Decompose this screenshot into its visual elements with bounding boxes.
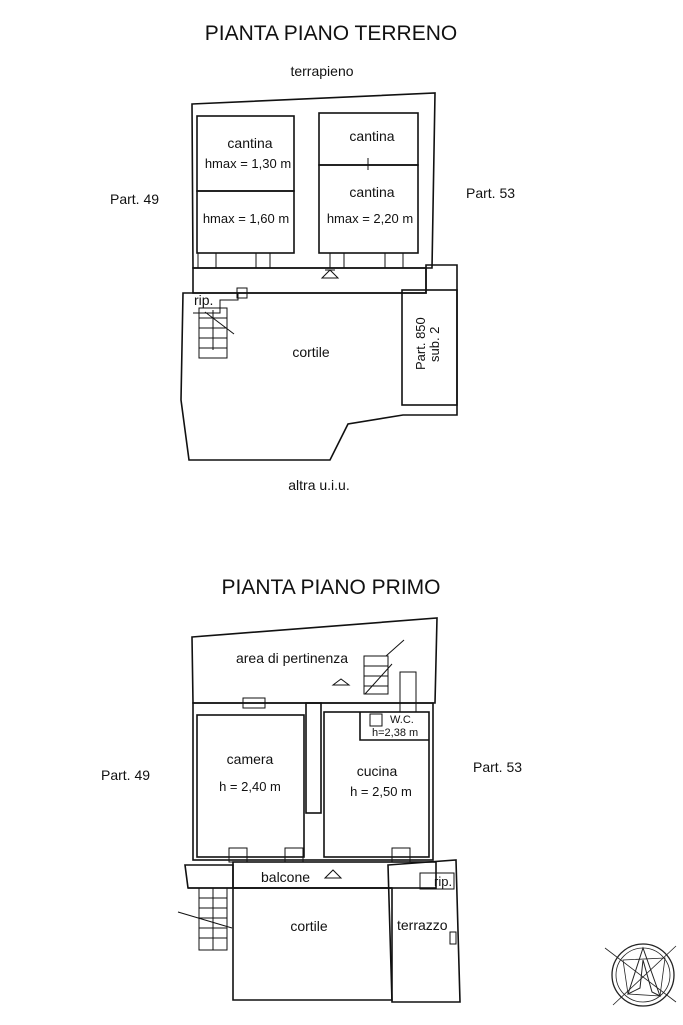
wc-label: W.C. — [390, 714, 414, 726]
central-partition — [305, 702, 322, 814]
cantina-4-room — [318, 164, 419, 254]
ground-room-labels: cantina hmax = 1,30 m hmax = 1,60 m cant… — [194, 128, 442, 370]
ground-cortile-area — [180, 264, 458, 461]
cantina-4-height: hmax = 2,20 m — [327, 211, 413, 226]
cucina-room — [323, 711, 430, 858]
pertinenza-area — [191, 617, 438, 704]
ground-upper-outline — [191, 92, 436, 269]
ground-floor-plan — [180, 92, 458, 461]
first-part-53-label: Part. 53 — [473, 759, 522, 775]
ground-corridor — [192, 267, 427, 294]
wc-room — [359, 712, 429, 741]
cantina-2-height: hmax = 1,60 m — [203, 211, 289, 226]
ground-stairs — [198, 307, 228, 359]
cucina-label: cucina — [357, 763, 398, 779]
pertinenza-label: area di pertinenza — [236, 650, 348, 666]
first-cortile-label: cortile — [290, 918, 328, 934]
ground-part-53-label: Part. 53 — [466, 185, 515, 201]
cantina-3-label: cantina — [349, 128, 394, 144]
first-rip-label: rip. — [434, 874, 452, 889]
wc-height: h=2,38 m — [372, 727, 418, 739]
north-arrow-icon — [604, 943, 677, 1007]
altra-uiu-label: altra u.i.u. — [288, 477, 349, 493]
camera-height: h = 2,40 m — [219, 779, 281, 794]
ground-rip-label: rip. — [194, 292, 213, 308]
terrazzo-label: terrazzo — [397, 917, 448, 933]
ground-cortile-label: cortile — [292, 344, 330, 360]
balcone-label: balcone — [261, 869, 310, 885]
ground-part-49-label: Part. 49 — [110, 191, 159, 207]
cantina-1-label: cantina — [227, 135, 272, 151]
first-floor-plan — [177, 617, 461, 1003]
cantina-2-room — [196, 190, 295, 254]
first-part-49-label: Part. 49 — [101, 767, 150, 783]
terrapieno-label: terrapieno — [290, 63, 353, 79]
part-850-block — [401, 289, 458, 406]
ground-floor-title: PIANTA PIANO TERRENO — [205, 22, 457, 45]
camera-label: camera — [227, 751, 274, 767]
cantina-4-label: cantina — [349, 184, 394, 200]
first-rip-box — [419, 872, 455, 890]
first-cortile-area — [184, 864, 393, 1001]
part-850-sub-label: sub. 2 — [427, 327, 442, 362]
cantina-1-height: hmax = 1,30 m — [205, 156, 291, 171]
terrazzo-area — [387, 859, 461, 1003]
camera-room — [196, 714, 305, 858]
part-850-label: Part. 850 — [413, 317, 428, 370]
first-room-labels: area di pertinenza camera h = 2,40 m cuc… — [219, 650, 452, 934]
first-floor-title: PIANTA PIANO PRIMO — [222, 576, 441, 599]
cantina-1-room — [196, 115, 295, 192]
cucina-height: h = 2,50 m — [350, 784, 412, 799]
